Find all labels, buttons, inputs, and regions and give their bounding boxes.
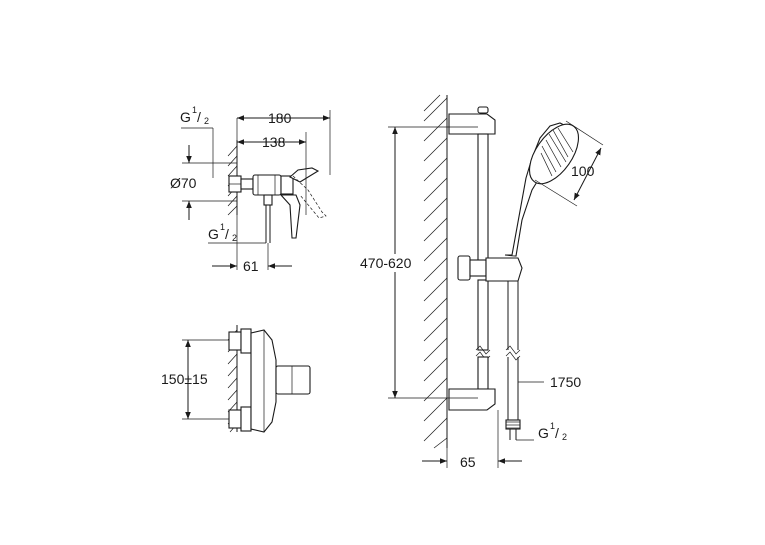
g-half-right-numerator: 1 (550, 421, 555, 431)
lever-front (275, 365, 311, 395)
height-470-620-label: 470-620 (360, 255, 412, 271)
slider-body (469, 259, 487, 277)
slide-rail-upper (477, 133, 489, 265)
bottom-wall-bracket (448, 388, 496, 411)
g-half-top-denominator: 2 (204, 116, 209, 126)
upper-connector-nut (228, 331, 242, 351)
g-half-mid-denominator: 2 (232, 233, 237, 243)
dim-61-label: 61 (243, 258, 259, 274)
centers-150-label: 150±15 (161, 371, 208, 387)
mixer-front-view: 150±15 (161, 325, 311, 433)
g-half-right-denominator: 2 (562, 432, 567, 442)
g-half-top-numerator: 1 (192, 105, 197, 115)
slider-knob (457, 255, 471, 281)
upper-connector-flange (240, 328, 252, 354)
g-half-top-label: G (180, 109, 191, 125)
wall-hatch-right (423, 94, 448, 449)
hose-1750-label: 1750 (550, 374, 581, 390)
lower-connector-flange (240, 406, 252, 432)
mixer-body (252, 174, 282, 196)
shower-rail-set: 100 1750 G 1 / 2 470-620 65 (358, 94, 604, 470)
slide-rail-lower (477, 356, 489, 390)
lower-connector-nut (228, 409, 242, 429)
mixer-side-view: 180 138 G 1 / 2 Ø70 G 1 / 2 61 (170, 105, 331, 274)
eccentric-connector (240, 178, 254, 190)
hose-nut (505, 419, 521, 430)
g-half-mid-numerator: 1 (220, 222, 225, 232)
diameter-70-label: Ø70 (170, 175, 197, 191)
lever-handle (289, 167, 320, 183)
g-half-right-label: G (538, 425, 549, 441)
g-half-mid-label: G (208, 226, 219, 242)
slide-rail-mid (477, 279, 489, 351)
lever-raised-outline (292, 175, 327, 219)
dim-138-label: 138 (262, 134, 286, 150)
cartridge-housing (280, 175, 294, 195)
top-bracket-cap (477, 106, 489, 114)
svg-text:/: / (555, 425, 559, 441)
depth-65-label: 65 (460, 454, 476, 470)
dim-180-label: 180 (268, 110, 292, 126)
outlet-nut (263, 194, 273, 206)
dim-line-100 (573, 147, 602, 201)
head-100-label: 100 (571, 163, 595, 179)
mixer-front-body (250, 329, 277, 433)
svg-text:/: / (225, 226, 229, 242)
svg-text:/: / (197, 109, 201, 125)
spout-body (279, 194, 301, 239)
slider-holder (485, 257, 523, 282)
top-wall-bracket (448, 113, 496, 135)
